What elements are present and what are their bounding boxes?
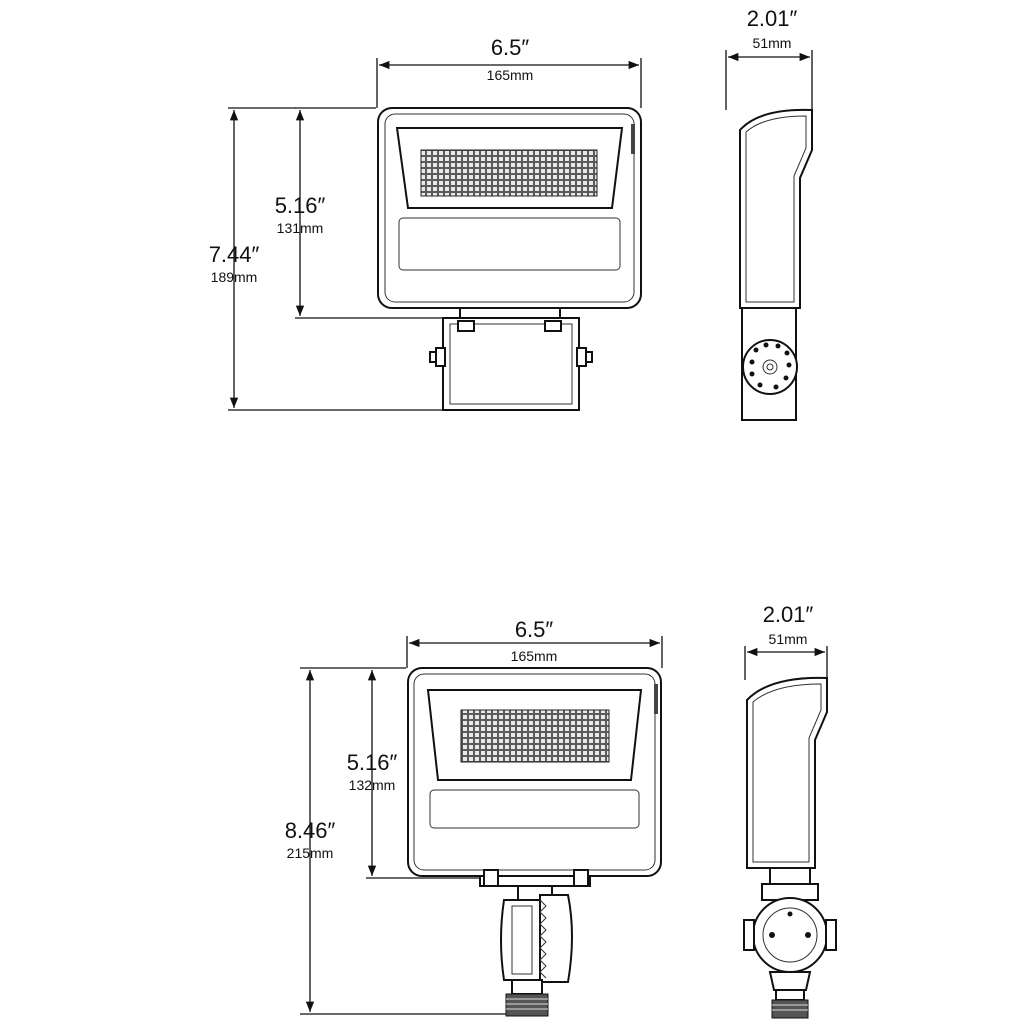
- bottom-overall-height-inches: 8.46″: [285, 818, 336, 843]
- top-depth-mm: 51mm: [753, 35, 792, 51]
- top-side-view: 2.01″ 51mm: [725, 6, 813, 421]
- bottom-housing-height-mm: 132mm: [349, 777, 396, 793]
- bottom-depth-inches: 2.01″: [763, 602, 814, 627]
- top-depth-inches: 2.01″: [747, 6, 798, 31]
- top-housing-height-mm: 131mm: [277, 220, 324, 236]
- bottom-depth-mm: 51mm: [769, 631, 808, 647]
- top-housing-height-inches: 5.16″: [275, 193, 326, 218]
- top-width-inches: 6.5″: [491, 35, 530, 60]
- bottom-width-inches: 6.5″: [515, 617, 554, 642]
- top-overall-height-mm: 189mm: [211, 269, 258, 285]
- bottom-width-mm: 165mm: [511, 648, 558, 664]
- bottom-front-view: 6.5″ 165mm 5.16″ 132mm 8.46″ 215mm: [285, 617, 663, 1017]
- bottom-housing-height-inches: 5.16″: [347, 750, 398, 775]
- top-width-mm: 165mm: [487, 67, 534, 83]
- bottom-overall-height-mm: 215mm: [287, 845, 334, 861]
- top-overall-height-inches: 7.44″: [209, 242, 260, 267]
- top-front-view: 6.5″ 165mm 5.16″ 131mm 7.44″ 189mm: [209, 35, 642, 411]
- bottom-side-view: 2.01″ 51mm: [743, 602, 837, 1019]
